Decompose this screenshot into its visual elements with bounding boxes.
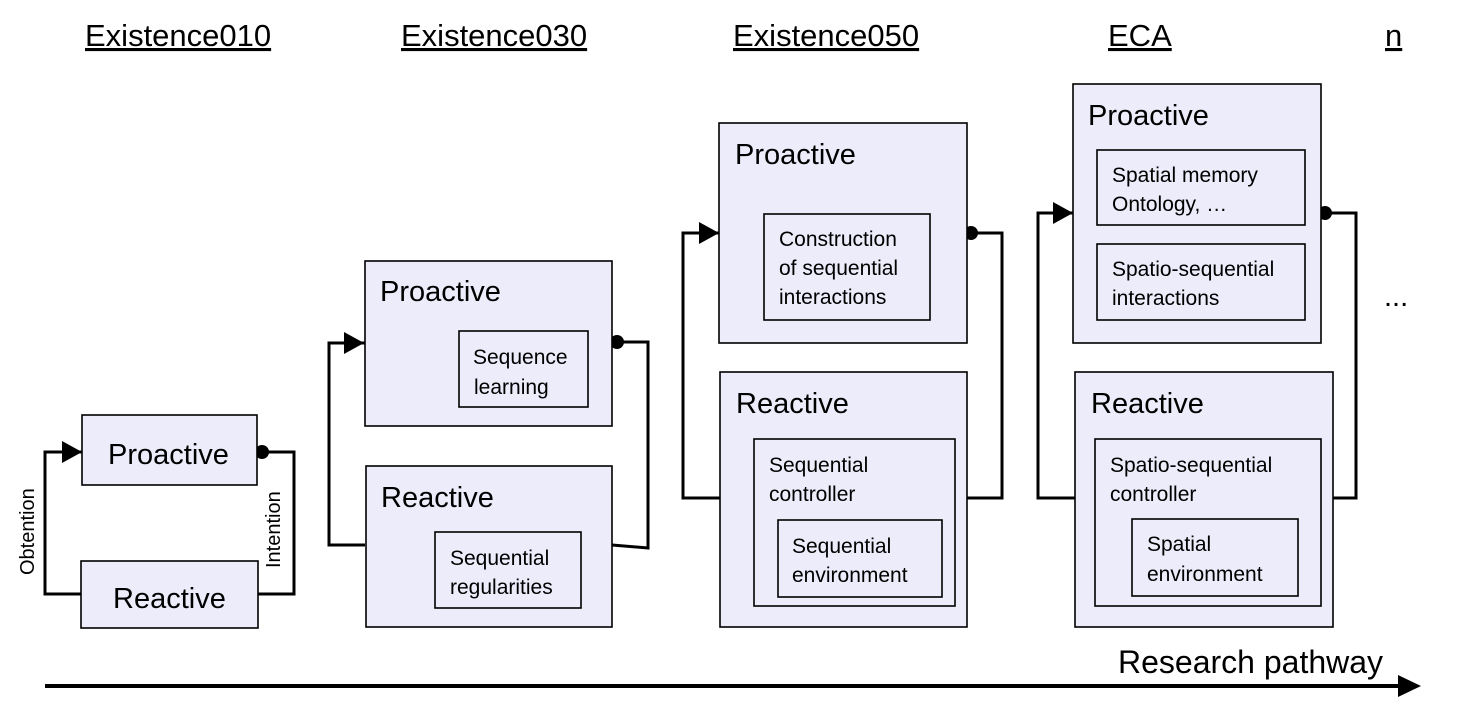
intention-label: Intention — [263, 491, 285, 568]
spatial-environment-line2: environment — [1147, 563, 1263, 586]
proactive-label: Proactive — [108, 439, 229, 471]
title-existence030: Existence030 — [401, 18, 587, 53]
spatial-environment-box — [1131, 518, 1299, 597]
output-port — [610, 335, 624, 349]
sequential-environment-line1: Sequential — [792, 535, 891, 558]
feedback-wire-left — [1036, 211, 1075, 500]
stage-eca: Proactive Spatial memory Ontology, … Spa… — [1036, 83, 1358, 628]
proactive-label: Proactive — [735, 139, 856, 171]
spatio-sequential-interactions-line2: interactions — [1112, 287, 1219, 310]
spatio-sequential-interactions-line1: Spatio-sequential — [1112, 258, 1274, 281]
research-pathway-arrowhead — [1398, 675, 1421, 697]
reactive-label: Reactive — [113, 583, 226, 615]
feedback-wire-right — [967, 231, 1004, 500]
proactive-box — [81, 414, 258, 486]
sequential-regularities-line2: regularities — [450, 576, 553, 599]
spatial-environment-line1: Spatial — [1147, 533, 1211, 556]
title-existence010: Existence010 — [85, 18, 271, 53]
feedback-wire-left — [43, 450, 82, 596]
research-pathway-label: Research pathway — [1118, 644, 1383, 680]
arrowhead-in — [62, 441, 82, 463]
title-n: n — [1385, 18, 1402, 53]
sequence-learning-line1: Sequence — [473, 346, 568, 369]
feedback-wire-right — [611, 340, 650, 550]
title-eca: ECA — [1108, 18, 1172, 53]
reactive-label: Reactive — [1091, 388, 1204, 420]
stage-existence010: Proactive Reactive Obtention Intention — [17, 414, 296, 629]
reactive-label: Reactive — [736, 388, 849, 420]
sequential-environment-line2: environment — [792, 564, 908, 587]
arrowhead-in — [344, 332, 364, 354]
arrowhead-in — [699, 222, 719, 244]
stage-existence050: Proactive Construction of sequential int… — [681, 122, 1004, 628]
construction-line1: Construction — [779, 228, 897, 251]
reactive-box — [80, 560, 259, 629]
sequence-learning-line2: learning — [474, 376, 549, 399]
continuation-ellipsis: ... — [1384, 281, 1408, 313]
proactive-label: Proactive — [380, 276, 501, 308]
spatio-sequential-controller-line1: Spatio-sequential — [1110, 454, 1272, 477]
arrowhead-in — [1053, 202, 1073, 224]
spatial-memory-line1: Spatial memory — [1112, 164, 1258, 187]
stage-existence030: Proactive Sequence learning Reactive Seq… — [327, 260, 650, 628]
reactive-label: Reactive — [381, 482, 494, 514]
construction-line3: interactions — [779, 286, 886, 309]
sequential-regularities-box — [434, 531, 582, 609]
construction-line2: of sequential — [779, 257, 898, 280]
feedback-wire-left — [327, 341, 365, 547]
proactive-label: Proactive — [1088, 100, 1209, 132]
output-port — [255, 445, 269, 459]
spatio-sequential-controller-line2: controller — [1110, 483, 1196, 506]
sequential-controller-line2: controller — [769, 483, 855, 506]
feedback-wire-right — [257, 450, 296, 596]
feedback-wire-right — [1321, 211, 1358, 500]
title-existence050: Existence050 — [733, 18, 919, 53]
spatio-sequential-interactions-box — [1096, 243, 1306, 321]
sequential-regularities-line1: Sequential — [450, 547, 549, 570]
feedback-wire-left — [681, 231, 720, 500]
spatial-memory-line2: Ontology, … — [1112, 193, 1227, 216]
spatial-memory-box — [1096, 149, 1306, 226]
construction-box — [763, 213, 931, 321]
sequential-environment-box — [777, 519, 943, 598]
obtention-label: Obtention — [17, 488, 39, 575]
sequential-controller-line1: Sequential — [769, 454, 868, 477]
sequence-learning-box — [458, 330, 589, 408]
